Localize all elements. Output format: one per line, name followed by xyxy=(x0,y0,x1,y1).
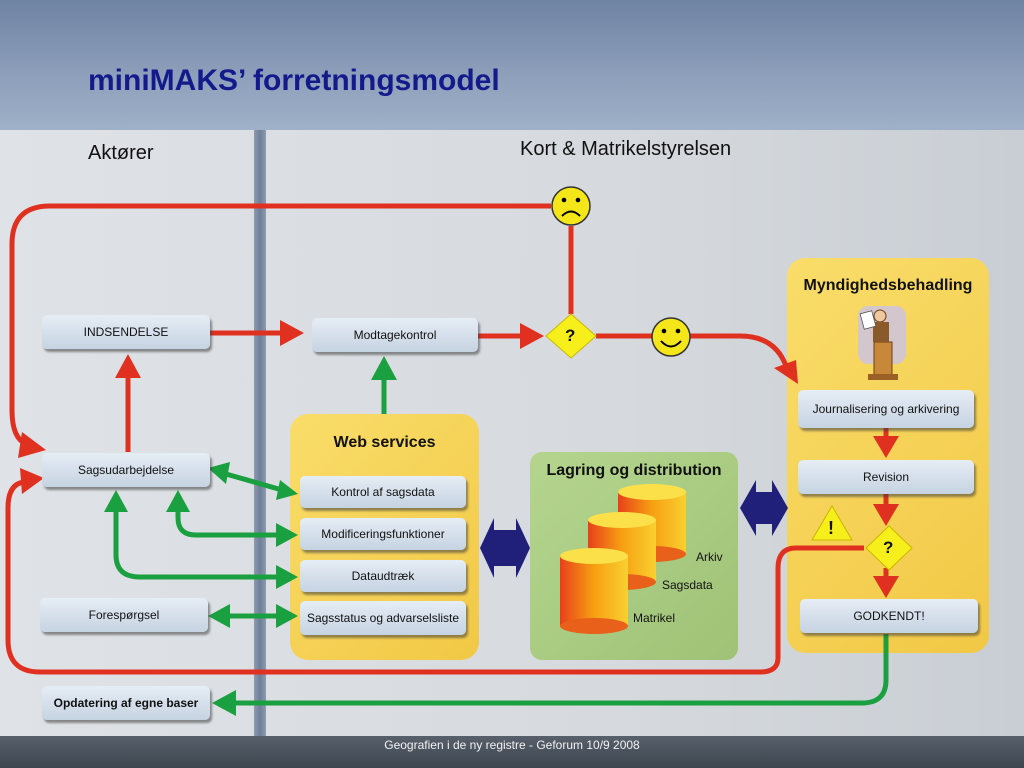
prep-extract-line xyxy=(113,500,282,580)
godkendt-box[interactable]: GODKENDT! xyxy=(800,599,978,633)
prep-extract-arrowhead-a xyxy=(104,490,128,512)
ws-item-dataudtraek-label: Dataudtræk xyxy=(351,569,415,583)
opdatering-box[interactable]: Opdatering af egne baser xyxy=(42,686,210,720)
authority-reject-line xyxy=(5,479,864,675)
lane-label-actors: Aktører xyxy=(88,142,154,164)
official-at-desk-icon xyxy=(858,306,906,380)
revision-to-decision-arrowhead xyxy=(873,504,899,526)
prep-modify-arrowhead-a xyxy=(166,490,190,512)
decision-to-approved-arrowhead xyxy=(873,576,899,598)
prep-modify-arrowhead-b xyxy=(276,523,298,547)
storage-title: Lagring og distribution xyxy=(546,462,722,479)
lane-divider xyxy=(254,130,266,736)
decision-diamond-authority xyxy=(865,525,913,571)
prep-kontrol-line xyxy=(225,471,283,493)
footer-text: Geografien i de ny registre - Geforum 10… xyxy=(384,738,640,752)
ws-item-modificering[interactable]: Modificeringsfunktioner xyxy=(300,518,466,550)
authority-title: Myndighedsbehadling xyxy=(803,277,973,294)
happy-face-icon xyxy=(651,317,691,357)
query-status-arrowhead-a xyxy=(208,604,230,628)
ws-item-sagsstatus[interactable]: Sagsstatus og advarselsliste xyxy=(300,601,466,635)
submit-arrowhead xyxy=(280,320,304,346)
lane-label-agency: Kort & Matrikelstyrelsen xyxy=(520,138,732,160)
decision-symbol-intake: ? xyxy=(565,326,576,345)
decision-symbol-authority: ? xyxy=(883,538,894,557)
sagsudarbejdelse-box[interactable]: Sagsudarbejdelse xyxy=(42,453,210,487)
godkendt-label: GODKENDT! xyxy=(853,609,925,623)
query-status-arrowhead-b xyxy=(276,604,298,628)
decision-diamond-intake xyxy=(545,313,597,359)
journalisering-label: Journalisering og arkivering xyxy=(812,402,960,416)
forespoergsel-label: Forespørgsel xyxy=(88,608,160,622)
prepare-to-submit-arrowhead xyxy=(115,354,141,378)
database-matrikel-icon xyxy=(560,548,628,634)
page-title: miniMAKS’ forretningsmodel xyxy=(88,64,500,97)
ws-to-check-arrowhead xyxy=(371,356,397,380)
modtagekontrol-box[interactable]: Modtagekontrol xyxy=(312,318,478,352)
storage-authority-double-arrow xyxy=(740,480,788,536)
sad-face-icon xyxy=(551,186,591,226)
prep-kontrol-arrowhead-a xyxy=(208,462,230,484)
warning-triangle xyxy=(811,505,853,541)
authority-reject-arrowhead xyxy=(20,468,44,494)
opdatering-label: Opdatering af egne baser xyxy=(53,696,199,710)
ws-storage-double-arrow xyxy=(480,518,530,578)
approved-to-update-line xyxy=(232,634,889,706)
reject-loop-arrowhead xyxy=(18,432,46,458)
storage-label-arkiv: Arkiv xyxy=(696,550,723,564)
storage-label-matrikel: Matrikel xyxy=(633,611,676,625)
ws-item-dataudtraek[interactable]: Dataudtræk xyxy=(300,560,466,592)
indsendelse-label: INDSENDELSE xyxy=(83,325,169,339)
storage-label-sagsdata: Sagsdata xyxy=(662,578,713,592)
prep-extract-arrowhead-b xyxy=(276,565,298,589)
authority-entry-arrowhead xyxy=(774,360,798,384)
footer-band xyxy=(0,736,1024,768)
header-band xyxy=(0,0,1024,130)
prep-kontrol-arrowhead-b xyxy=(276,480,298,500)
indsendelse-box[interactable]: INDSENDELSE xyxy=(42,315,210,349)
happy-to-authority-line xyxy=(690,333,789,367)
warning-symbol: ! xyxy=(828,518,834,538)
check-arrowhead xyxy=(520,323,544,349)
sagsudarbejdelse-label: Sagsudarbejdelse xyxy=(77,463,175,477)
modtagekontrol-label: Modtagekontrol xyxy=(353,328,437,342)
forespoergsel-box[interactable]: Forespørgsel xyxy=(40,598,208,632)
prep-modify-line xyxy=(175,500,282,538)
journal-to-revision-arrowhead xyxy=(873,436,899,458)
revision-box[interactable]: Revision xyxy=(798,460,974,494)
reject-loop-line xyxy=(9,203,551,447)
ws-item-kontrol-label: Kontrol af sagsdata xyxy=(331,485,435,499)
approved-to-update-arrowhead xyxy=(212,690,236,716)
ws-item-modificering-label: Modificeringsfunktioner xyxy=(321,527,445,541)
revision-label: Revision xyxy=(862,470,910,484)
ws-item-sagsstatus-label: Sagsstatus og advarselsliste xyxy=(306,611,460,625)
journalisering-box[interactable]: Journalisering og arkivering xyxy=(798,390,974,428)
web-services-title: Web services xyxy=(333,434,436,451)
ws-item-kontrol[interactable]: Kontrol af sagsdata xyxy=(300,476,466,508)
